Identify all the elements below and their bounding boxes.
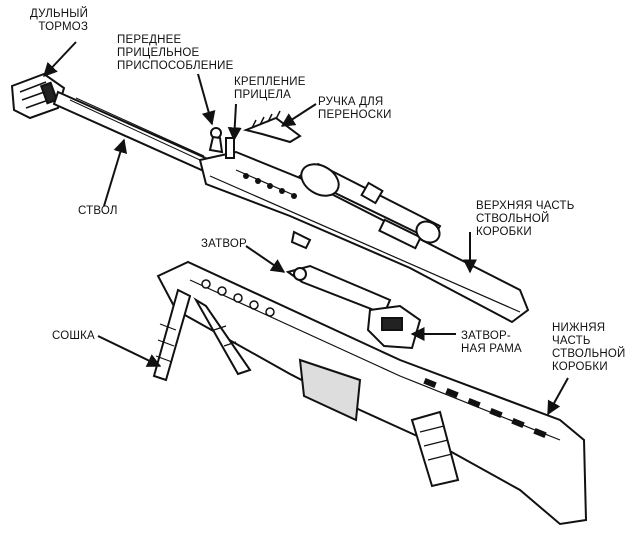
muzzle-brake (10, 72, 66, 120)
scope-mount (225, 137, 422, 250)
barrel (52, 90, 212, 174)
arrow-barrel (103, 138, 128, 207)
label-scope-mount: КРЕПЛЕНИЕ ПРИЦЕЛА (234, 76, 306, 101)
bolt-carrier (366, 304, 422, 350)
front-sight (208, 127, 224, 154)
upper-receiver (198, 150, 530, 324)
arrow-carry-handle (280, 103, 317, 127)
scope (297, 162, 442, 244)
label-carry-handle: РУЧКА ДЛЯ ПЕРЕНОСКИ (318, 96, 392, 121)
label-front-sight: ПЕРЕДНЕЕ ПРИЦЕЛЬНОЕ ПРИСПОСОБЛЕНИЕ (117, 34, 234, 72)
leader-arrows (43, 41, 569, 416)
bolt (285, 264, 392, 316)
label-bipod: СОШКА (52, 330, 95, 342)
label-bolt: ЗАТВОР (201, 238, 247, 250)
label-barrel: СТВОЛ (78, 205, 118, 217)
lower-receiver (156, 260, 588, 526)
arrow-bolt (245, 245, 286, 273)
arrow-front-sight (197, 73, 216, 126)
arrow-muzzle-brake (43, 41, 77, 78)
label-muzzle-brake: ДУЛЬНЫЙ ТОРМОЗ (30, 8, 89, 33)
carry-handle (242, 110, 302, 144)
arrow-lower-receiver (547, 377, 569, 416)
arrow-bipod (97, 335, 162, 367)
pistol-grip (410, 410, 460, 488)
bipod (152, 288, 252, 382)
label-upper-receiver: ВЕРХНЯЯ ЧАСТЬ СТВОЛЬНОЙ КОРОБКИ (476, 200, 575, 238)
label-bolt-carrier: ЗАТВОР- НАЯ РАМА (461, 330, 522, 355)
arrow-scope-mount (227, 103, 242, 142)
label-lower-receiver: НИЖНЯЯ ЧАСТЬ СТВОЛЬНОЙ КОРОБКИ (552, 322, 626, 373)
